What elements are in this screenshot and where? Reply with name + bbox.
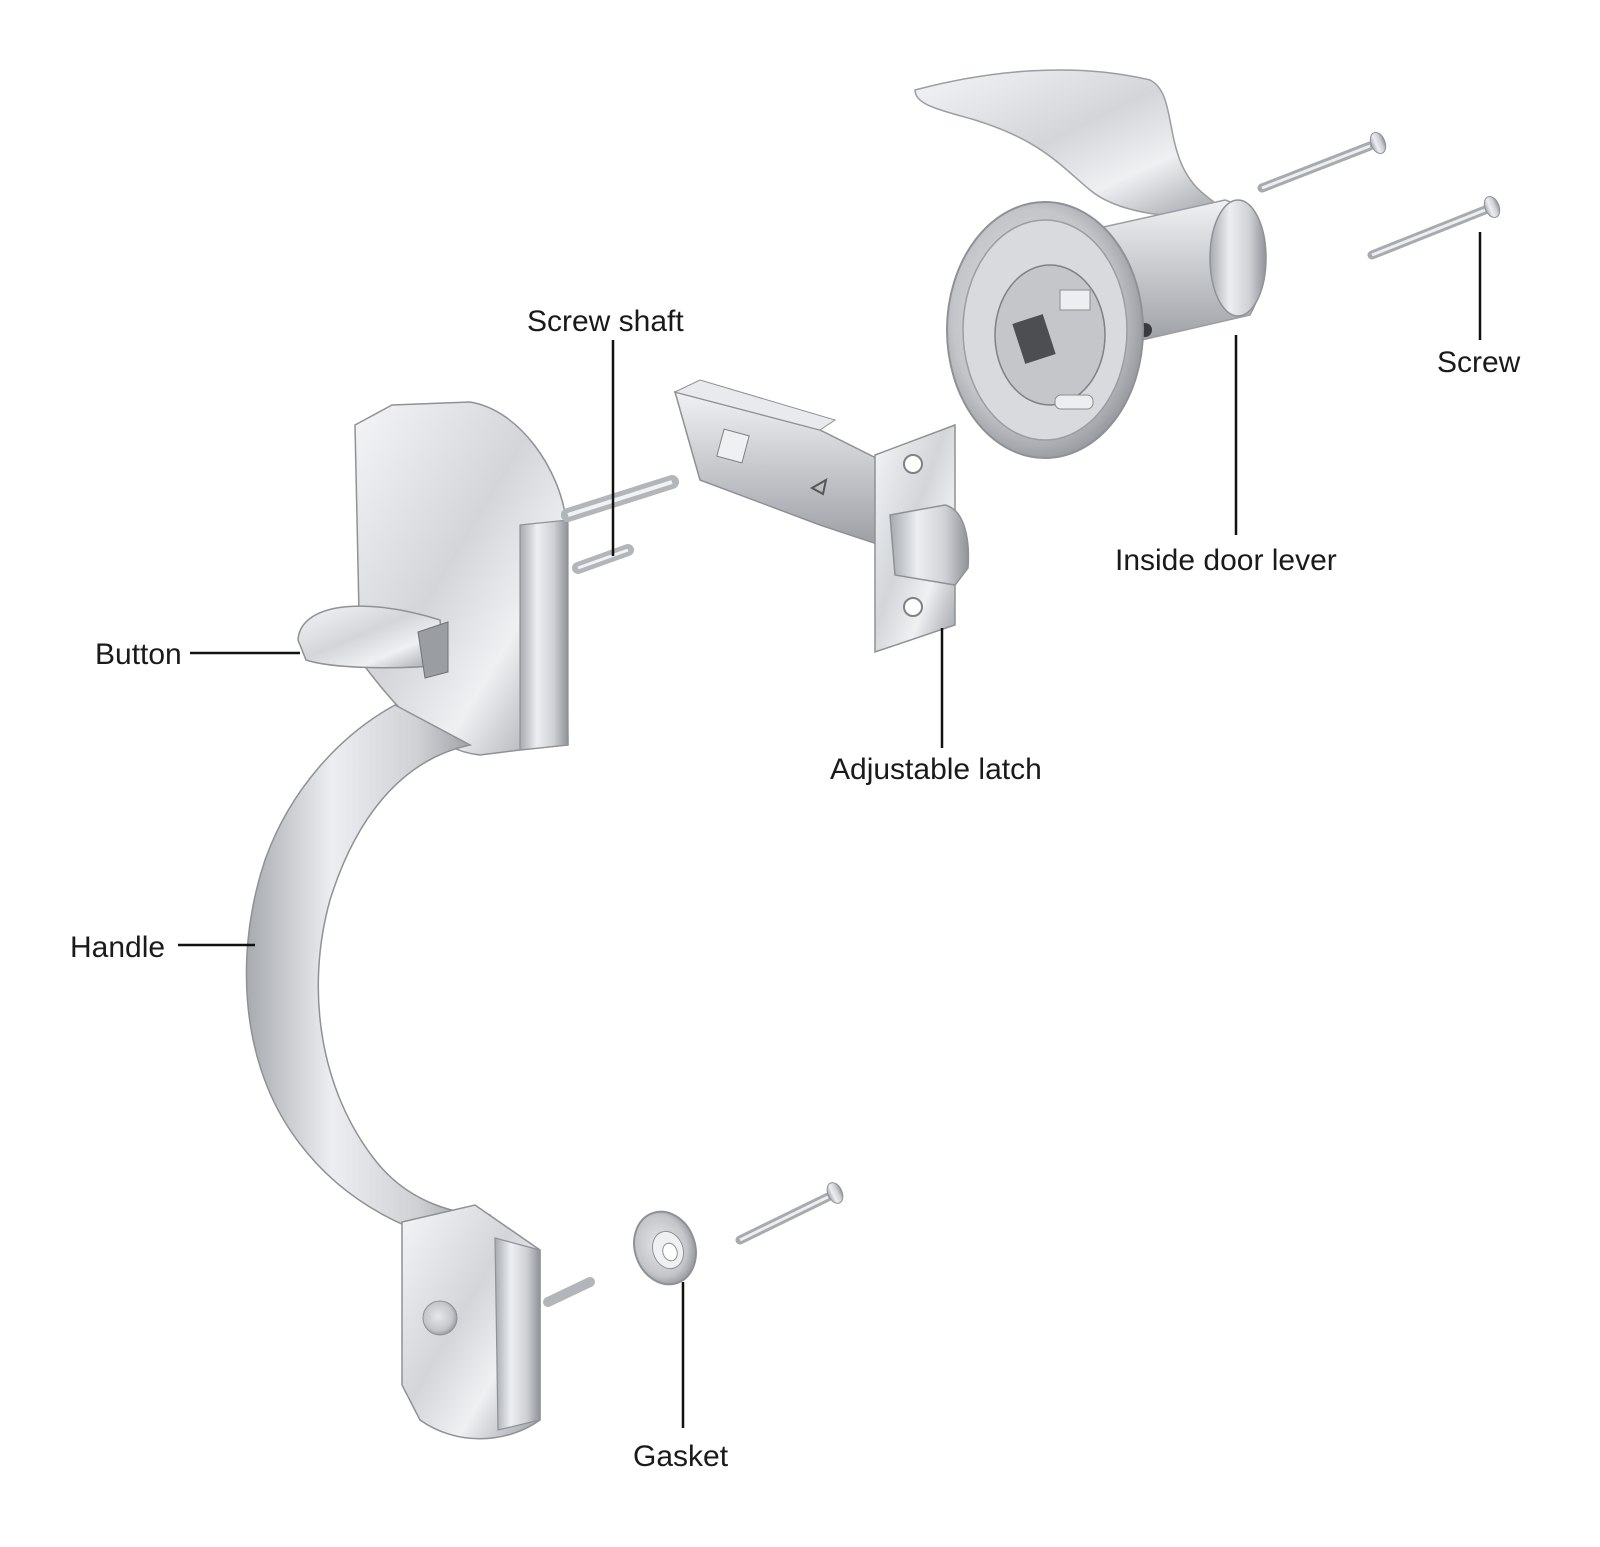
screw-upper [1257,131,1387,193]
rose-mechanism [994,264,1106,406]
lever-barrel-end [1209,199,1267,317]
latch-bolt [889,504,970,586]
label-gasket: Gasket [633,1440,729,1473]
gasket-part [633,1210,697,1286]
lever-blade [914,69,1232,218]
inside-door-lever-part [914,69,1267,459]
handle-grip [245,704,492,1246]
adjustable-latch-part [673,379,970,654]
screw-pair [1257,131,1501,260]
label-inside-door-lever: Inside door lever [1115,544,1337,577]
bottom-screw-pin [543,1277,595,1307]
screw-lower [1367,195,1501,260]
handleset-part [245,401,679,1440]
screw-lower-handle [735,1182,844,1245]
label-handle: Handle [70,931,165,964]
label-screw-shaft: Screw shaft [527,305,684,338]
rose-spindle [1012,314,1056,364]
thumb-button [297,605,446,669]
latch-side-plate [673,379,837,431]
label-button: Button [95,638,182,671]
label-screw: Screw [1437,346,1521,379]
label-adjustable-latch: Adjustable latch [830,753,1042,786]
